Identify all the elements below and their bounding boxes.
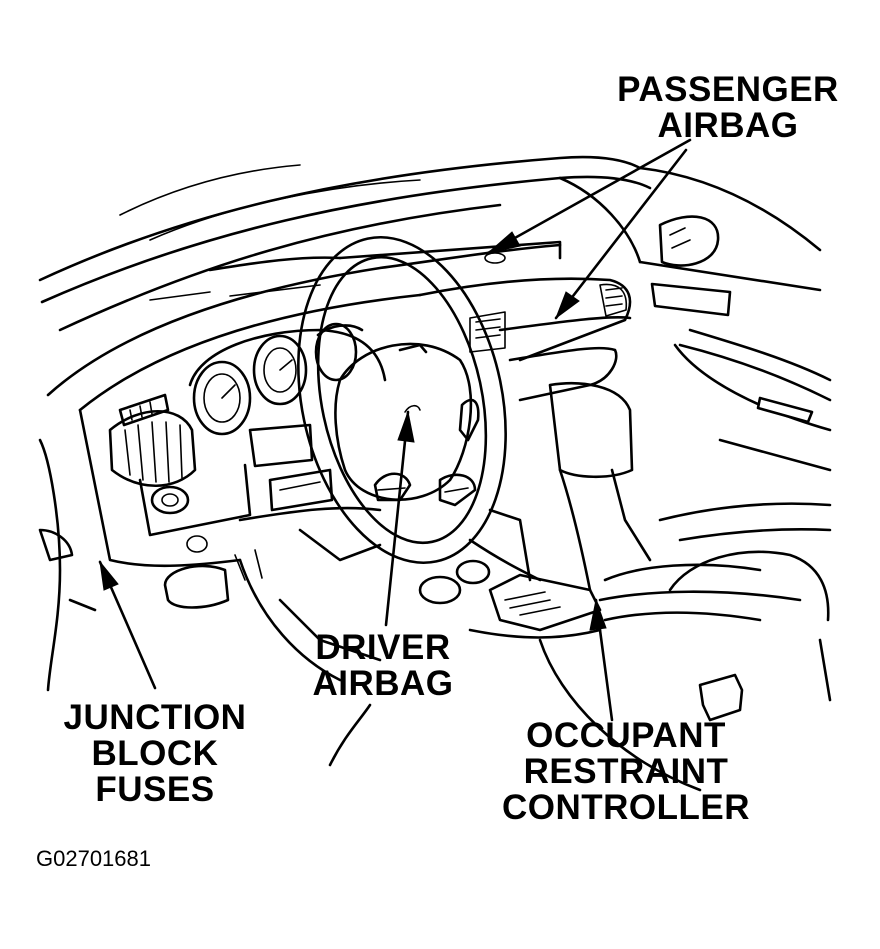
passenger-airbag-arrow-2 (554, 148, 688, 320)
door-panel (650, 215, 832, 472)
label-line: RESTRAINT (523, 752, 729, 791)
arrowhead (99, 560, 119, 591)
label-line: CONTROLLER (501, 788, 751, 827)
passenger-airbag-arrow-1 (486, 138, 692, 255)
left-vents (78, 393, 263, 609)
label-line: OCCUPANT (526, 716, 726, 755)
instrument-cluster (188, 322, 387, 436)
label-line: AIRBAG (657, 106, 799, 145)
callout-arrows (98, 138, 692, 722)
figure-id: G02701681 (36, 846, 151, 871)
passenger-airbag-label: PASSENGER AIRBAG (610, 72, 846, 144)
arrowhead (554, 291, 580, 320)
floor-lines (38, 438, 832, 767)
arrowhead (487, 231, 521, 254)
arrowhead (589, 598, 607, 631)
label-line: BLOCK (91, 734, 219, 773)
label-line: AIRBAG (312, 664, 454, 703)
passenger-dash-panel (418, 277, 632, 402)
junction-block-fuses-label: JUNCTION BLOCK FUSES (50, 700, 260, 808)
label-line: DRIVER (315, 628, 451, 667)
label-line: FUSES (95, 770, 215, 809)
occupant-restraint-controller-label: OCCUPANT RESTRAINT CONTROLLER (490, 718, 762, 826)
label-line: PASSENGER (617, 70, 839, 109)
steering-wheel (297, 235, 507, 565)
arrowhead (397, 410, 415, 443)
driver-airbag-arrow (384, 410, 410, 627)
windshield-lines (38, 155, 822, 332)
driver-airbag-label: DRIVER AIRBAG (298, 630, 468, 702)
label-line: JUNCTION (63, 698, 247, 737)
